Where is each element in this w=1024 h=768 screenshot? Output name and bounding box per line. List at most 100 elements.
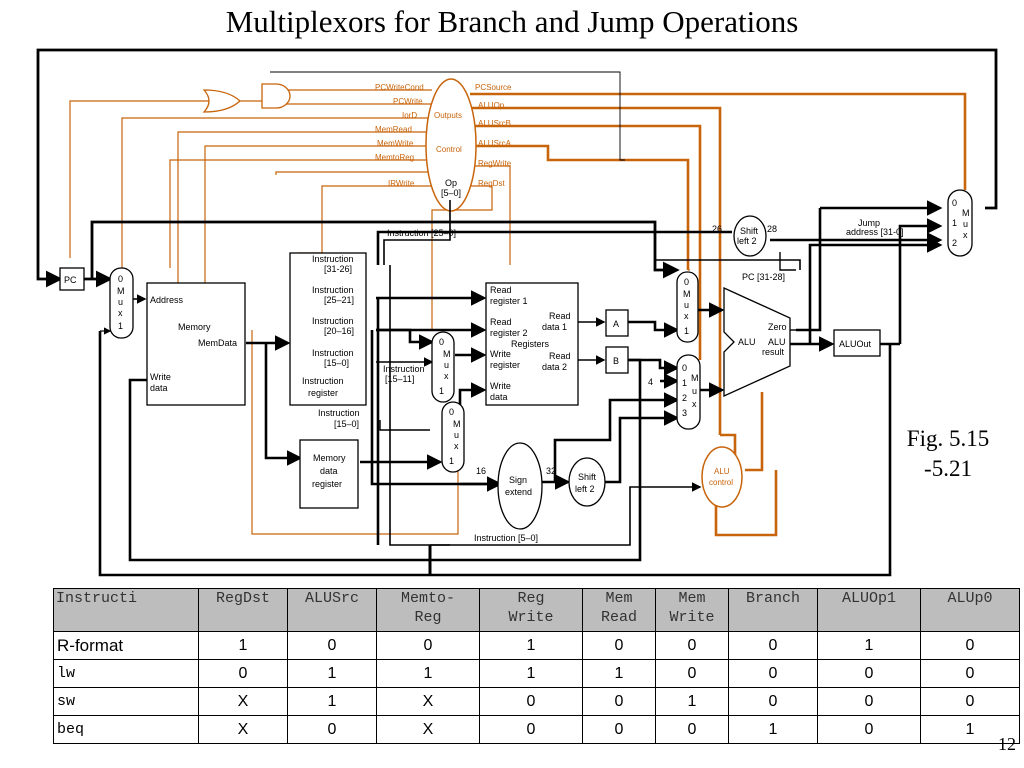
header-memtoreg: Memto- Reg [376, 588, 480, 632]
table-row: lw 0 1 1 1 1 0 0 0 0 [53, 659, 1020, 688]
header-memwrite: Mem Write [655, 588, 729, 632]
mux-regdst-m: M [443, 349, 451, 359]
cell-memtoreg: X [376, 715, 480, 744]
regs-label: Registers [511, 339, 550, 349]
header-regdst: RegDst [198, 588, 288, 632]
cell-memwrite: 0 [655, 715, 729, 744]
mux-regdst-in0: 0 [439, 337, 444, 347]
memory-writedata-label-1: Write [150, 372, 171, 382]
regs-rr1-label-1: Read [490, 285, 512, 295]
control-truth-table: Instructi RegDst ALUSrc Memto- Reg Reg W… [53, 588, 1020, 744]
cell-memread: 0 [582, 687, 656, 716]
memory-writedata-label-2: data [150, 383, 168, 393]
mdr-label-1: Memory [313, 453, 346, 463]
alu-result-label-2: result [762, 347, 785, 357]
shift-left-2-unit: Shift left 2 [568, 457, 606, 507]
register-a-label: A [613, 319, 619, 329]
regs-rr1-label-2: register 1 [490, 296, 528, 306]
mux-alusrca-in1: 1 [684, 326, 689, 336]
cell-aluop0: 0 [920, 659, 1020, 688]
instr-15-0-label-2: [15–0] [334, 419, 359, 429]
mux-pcsource: 0 1 2 M u x [947, 189, 973, 257]
cell-aluop1: 1 [817, 631, 921, 660]
signal-memread: MemRead [375, 125, 412, 134]
bits-28-label: 28 [767, 224, 777, 234]
shift-jump-label-2: left 2 [737, 236, 757, 246]
cell-aluop0: 1 [920, 715, 1020, 744]
signal-regwrite: RegWrite [478, 159, 512, 168]
ir-field4-bits: [15–0] [324, 358, 349, 368]
cell-alusrc: 1 [287, 659, 377, 688]
cell-regdst: 0 [198, 659, 288, 688]
mux-pcsource-in2: 2 [952, 238, 957, 248]
mux-memtoreg: 0 M u x 1 [441, 401, 465, 473]
control-outputs-label: Outputs [434, 111, 462, 120]
mux-memtoreg-in1: 1 [449, 456, 454, 466]
cell-instruction: sw [53, 687, 199, 716]
multicycle-datapath-diagram: Outputs Control Op [5–0] PCWriteCond PCW… [36, 48, 998, 577]
jump-address-label-1: Jump [858, 218, 880, 228]
memory-data-register: Memory data register [299, 439, 359, 509]
mux-memtoreg-m: M [453, 419, 461, 429]
mux-alusrca: 0 M u x 1 [676, 271, 699, 343]
signal-aluop: ALUOp [478, 101, 505, 110]
mux-alusrcb-x: x [692, 399, 697, 409]
cell-aluop1: 0 [817, 659, 921, 688]
table-row: R-format 1 0 0 1 0 0 0 1 0 [53, 631, 1020, 660]
cell-regwrite: 0 [479, 715, 583, 744]
shift-left-2-label-2: left 2 [575, 484, 595, 494]
figure-reference: Fig. 5.15 -5.21 [906, 426, 990, 481]
cell-memtoreg: X [376, 687, 480, 716]
cell-aluop0: 0 [920, 631, 1020, 660]
bits-16-label: 16 [476, 466, 486, 476]
control-label: Control [436, 145, 462, 154]
alu-label: ALU [738, 337, 756, 347]
cell-memtoreg: 1 [376, 659, 480, 688]
cell-branch: 0 [728, 659, 818, 688]
mux-regdst-x: x [444, 371, 449, 381]
or-gate-icon [202, 89, 241, 113]
regs-rr2-label-1: Read [490, 317, 512, 327]
cell-alusrc: 1 [287, 687, 377, 716]
memory-label: Memory [178, 322, 211, 332]
signal-pcwrite: PCWrite [393, 97, 423, 106]
mux-iord-in0: 0 [118, 274, 123, 284]
cell-regwrite: 0 [479, 687, 583, 716]
mux-memtoreg-u: u [454, 430, 459, 440]
memory-address-label: Address [150, 295, 184, 305]
mux-alusrca-x: x [684, 311, 689, 321]
regs-rd2-label-1: Read [549, 351, 571, 361]
bits-32-label: 32 [546, 466, 556, 476]
cell-regwrite: 1 [479, 659, 583, 688]
mux-alusrcb-in0: 0 [682, 363, 687, 373]
mux-regdst-in1: 1 [439, 386, 444, 396]
mux-alusrcb-in2: 2 [682, 393, 687, 403]
cell-memwrite: 0 [655, 659, 729, 688]
mdr-label-2: data [320, 466, 338, 476]
regs-rd1-label-1: Read [549, 311, 571, 321]
sign-extend-label-2: extend [505, 487, 532, 497]
mux-iord-x: x [118, 308, 123, 318]
signal-memwrite: MemWrite [377, 139, 414, 148]
ir-field1-label: Instruction [312, 254, 354, 264]
ir-field3-bits: [20–16] [324, 326, 354, 336]
mux-alusrcb-m: M [691, 373, 699, 383]
cell-memread: 1 [582, 659, 656, 688]
mux-memtoreg-x: x [454, 441, 459, 451]
header-aluop1: ALUOp1 [817, 588, 921, 632]
cell-alusrc: 0 [287, 715, 377, 744]
cell-memtoreg: 0 [376, 631, 480, 660]
signal-iord: IorD [402, 111, 417, 120]
mux-pcsource-in0: 0 [952, 198, 957, 208]
control-op-label: Op [445, 178, 457, 188]
mux-alusrca-m: M [683, 289, 691, 299]
shift-left-2-label-1: Shift [578, 472, 597, 482]
instr-15-11-label-1: Instruction [383, 364, 425, 374]
mux-alusrcb-in1: 1 [682, 378, 687, 388]
jump-address-label-2: address [31-0] [846, 227, 904, 237]
cell-alusrc: 0 [287, 631, 377, 660]
instr-25-0-label: Instruction [25–0] [387, 228, 456, 238]
mux-regdst-u: u [444, 360, 449, 370]
regs-rr2-label-2: register 2 [490, 328, 528, 338]
ir-name-1: Instruction [302, 376, 344, 386]
